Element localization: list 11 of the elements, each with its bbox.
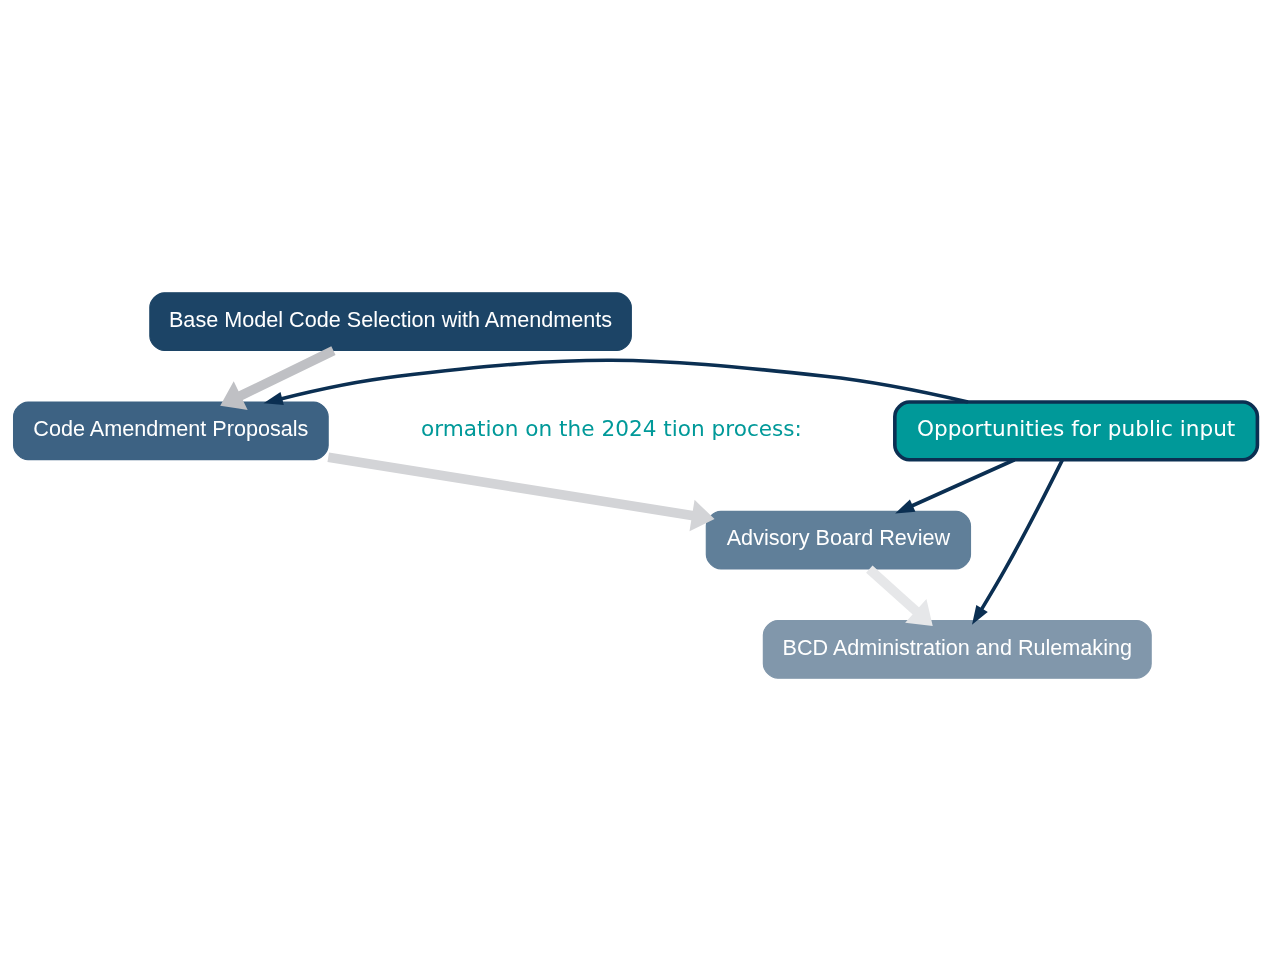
node-box: Code Amendment Proposals	[13, 400, 329, 460]
node-box: Opportunities for public input	[893, 399, 1260, 461]
node-box: Base Model Code Selection with Amendments	[149, 291, 632, 351]
node-box: Advisory Board Review	[705, 510, 972, 570]
arrow	[866, 565, 933, 626]
arrow	[263, 357, 969, 405]
arrow	[972, 458, 1064, 625]
arrow	[220, 345, 336, 410]
node-box: BCD Administration and Rulemaking	[762, 619, 1152, 679]
arrow	[327, 452, 715, 531]
label: ormation on the 2024 tion process:	[421, 415, 802, 441]
